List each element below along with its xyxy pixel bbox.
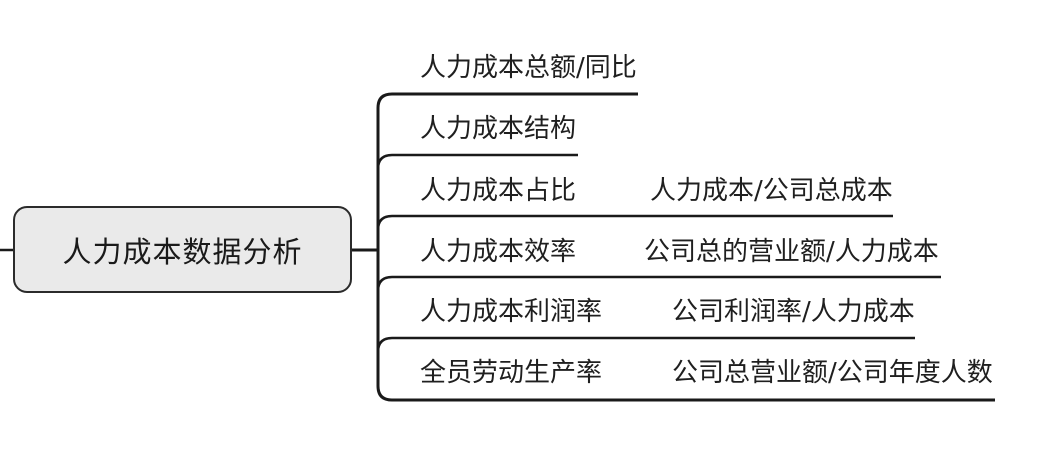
branch-label-5[interactable]: 人力成本利润率 [420, 297, 603, 327]
branch-detail-5: 公司利润率/人力成本 [672, 297, 915, 327]
branch-detail-3: 人力成本/公司总成本 [650, 176, 893, 206]
root-node-label: 人力成本数据分析 [62, 234, 303, 269]
branch-label-1[interactable]: 人力成本总额/同比 [420, 53, 637, 83]
root-node[interactable]: 人力成本数据分析 [13, 206, 352, 293]
branch-detail-6: 公司总营业额/公司年度人数 [672, 358, 993, 388]
branch-detail-4: 公司总的营业额/人力成本 [644, 237, 939, 267]
branch-label-2[interactable]: 人力成本结构 [420, 114, 577, 144]
branch-label-6[interactable]: 全员劳动生产率 [420, 358, 603, 388]
branch-label-4[interactable]: 人力成本效率 [420, 237, 577, 267]
branch-label-3[interactable]: 人力成本占比 [420, 176, 577, 206]
